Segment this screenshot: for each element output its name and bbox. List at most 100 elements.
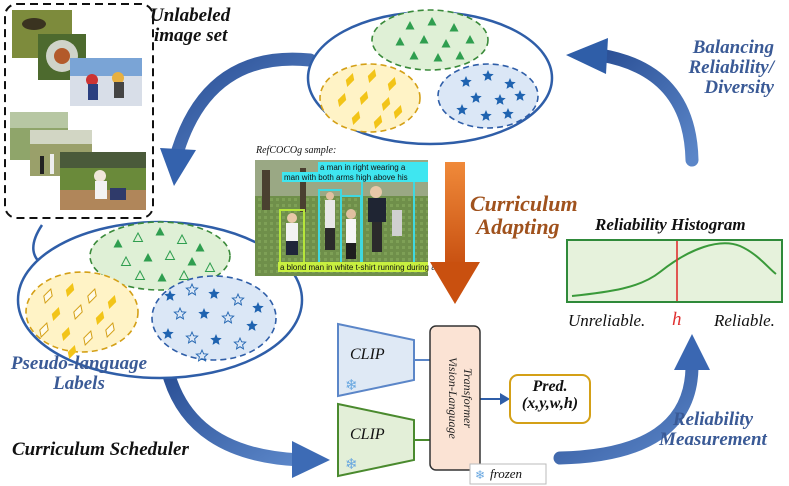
diamond-marker xyxy=(61,327,71,341)
diamond-marker xyxy=(393,105,403,119)
triangle-marker xyxy=(113,239,123,248)
prediction-box xyxy=(509,374,591,424)
triangle-marker xyxy=(419,35,429,44)
star-marker xyxy=(504,78,516,89)
green-triangles xyxy=(395,17,475,62)
diamond-marker xyxy=(67,345,77,359)
caption-top: a man in right wearing a xyxy=(320,163,406,172)
arrow-top-right xyxy=(566,38,699,167)
diamond-marker xyxy=(351,111,361,125)
refcocog-sample-photo: a man in right wearing a man with both a… xyxy=(255,160,443,276)
green-triangles-mixed xyxy=(113,227,216,282)
diamond-marker xyxy=(373,115,383,129)
triangle-marker xyxy=(395,37,405,46)
star-marker xyxy=(210,334,222,345)
diamond-marker xyxy=(367,69,377,83)
triangle-marker xyxy=(157,273,167,282)
triangle-marker xyxy=(176,233,188,244)
star-marker xyxy=(470,92,482,103)
triangle-marker xyxy=(134,269,146,280)
triangle-marker xyxy=(449,23,459,32)
caption-mid: man with both arms high above his xyxy=(284,173,408,182)
triangle-marker xyxy=(164,249,176,260)
diamond-marker xyxy=(87,287,97,305)
balancing-label: Balancing Reliability/ Diversity xyxy=(688,37,775,98)
yellow-diamonds-mixed xyxy=(39,283,117,359)
triangle-marker xyxy=(409,51,419,60)
star-marker xyxy=(221,310,235,324)
triangle-marker xyxy=(155,227,165,236)
star-marker xyxy=(164,290,176,301)
yellow-diamonds xyxy=(337,69,403,129)
triangle-marker xyxy=(132,231,144,242)
diamond-marker xyxy=(337,93,347,107)
diamond-marker xyxy=(83,329,93,347)
star-marker xyxy=(208,288,220,299)
diamond-marker xyxy=(95,311,105,325)
vlt-label-line2: Transformer xyxy=(461,368,475,428)
connector-lines xyxy=(414,359,510,441)
unreliable-label: Unreliable. xyxy=(568,311,646,330)
diamond-marker xyxy=(51,307,61,321)
blue-stars xyxy=(456,70,526,121)
curriculum-adapting-label: Curriculum Adapting xyxy=(470,191,578,240)
pseudo-language-label: Pseudo-language Labels xyxy=(10,353,148,394)
star-marker xyxy=(502,108,514,119)
diamond-marker xyxy=(345,73,355,87)
star-marker xyxy=(482,70,494,81)
pseudo-label-ellipse xyxy=(16,220,304,380)
triangle-marker xyxy=(455,51,465,60)
star-marker xyxy=(173,306,187,320)
photo-stack-top xyxy=(12,10,142,106)
triangle-marker xyxy=(405,21,415,30)
refcocog-sample-label: RefCOCOg sample: xyxy=(256,145,337,156)
curriculum-scheduler-label: Curriculum Scheduler xyxy=(12,439,189,460)
star-marker xyxy=(252,302,264,313)
diamond-marker xyxy=(73,303,83,321)
star-marker xyxy=(494,94,506,105)
blue-stars-mixed xyxy=(162,282,264,362)
vlt-label-line1: Vision-Language xyxy=(446,357,460,439)
frozen-legend: ❄ xyxy=(469,463,547,485)
arrow-bottom-left xyxy=(161,365,330,478)
snowflake-icon: ❄ xyxy=(345,457,358,473)
caption-bottom: a blond man in white t-shirt running dur… xyxy=(280,263,443,272)
star-marker xyxy=(231,292,245,306)
triangle-marker xyxy=(204,261,216,272)
star-marker xyxy=(185,330,199,344)
vision-language-transformer: Vision-Language Transformer xyxy=(429,325,481,471)
arrow-bottom-right xyxy=(553,334,710,465)
star-marker xyxy=(480,110,492,121)
snowflake-icon: ❄ xyxy=(345,378,358,394)
triangle-marker xyxy=(120,255,132,266)
triangle-marker xyxy=(433,53,443,62)
clip-bottom-label: CLIP xyxy=(350,426,385,443)
histogram-title: Reliability Histogram xyxy=(595,215,746,234)
diamond-marker xyxy=(105,321,115,339)
triangle-marker xyxy=(143,253,153,262)
reliable-label: Reliable. xyxy=(714,311,775,330)
unlabeled-image-set-label: Unlabeled image set xyxy=(150,5,231,46)
clip-encoder-bottom: ❄ xyxy=(337,402,415,478)
reliability-measurement-label: Reliability Measurement xyxy=(659,409,767,450)
diamond-marker xyxy=(43,287,53,305)
star-marker xyxy=(195,348,209,362)
top-cluster-ellipse xyxy=(306,9,554,146)
prediction-label: Pred. (x,y,w,h) xyxy=(521,378,579,412)
star-marker xyxy=(185,282,199,296)
star-marker xyxy=(233,336,247,350)
triangle-marker xyxy=(441,39,451,48)
diamond-marker xyxy=(381,97,391,111)
triangle-marker xyxy=(465,35,475,44)
star-marker xyxy=(162,328,174,339)
star-marker xyxy=(246,320,258,331)
snowflake-icon: ❄ xyxy=(475,468,485,482)
curriculum-adapting-arrow xyxy=(430,162,480,304)
arrow-top-left xyxy=(160,52,317,186)
reliability-histogram xyxy=(566,239,783,303)
frozen-label: frozen xyxy=(490,466,523,481)
triangle-marker xyxy=(187,257,197,266)
diamond-marker xyxy=(65,283,75,297)
triangle-marker xyxy=(195,243,205,252)
